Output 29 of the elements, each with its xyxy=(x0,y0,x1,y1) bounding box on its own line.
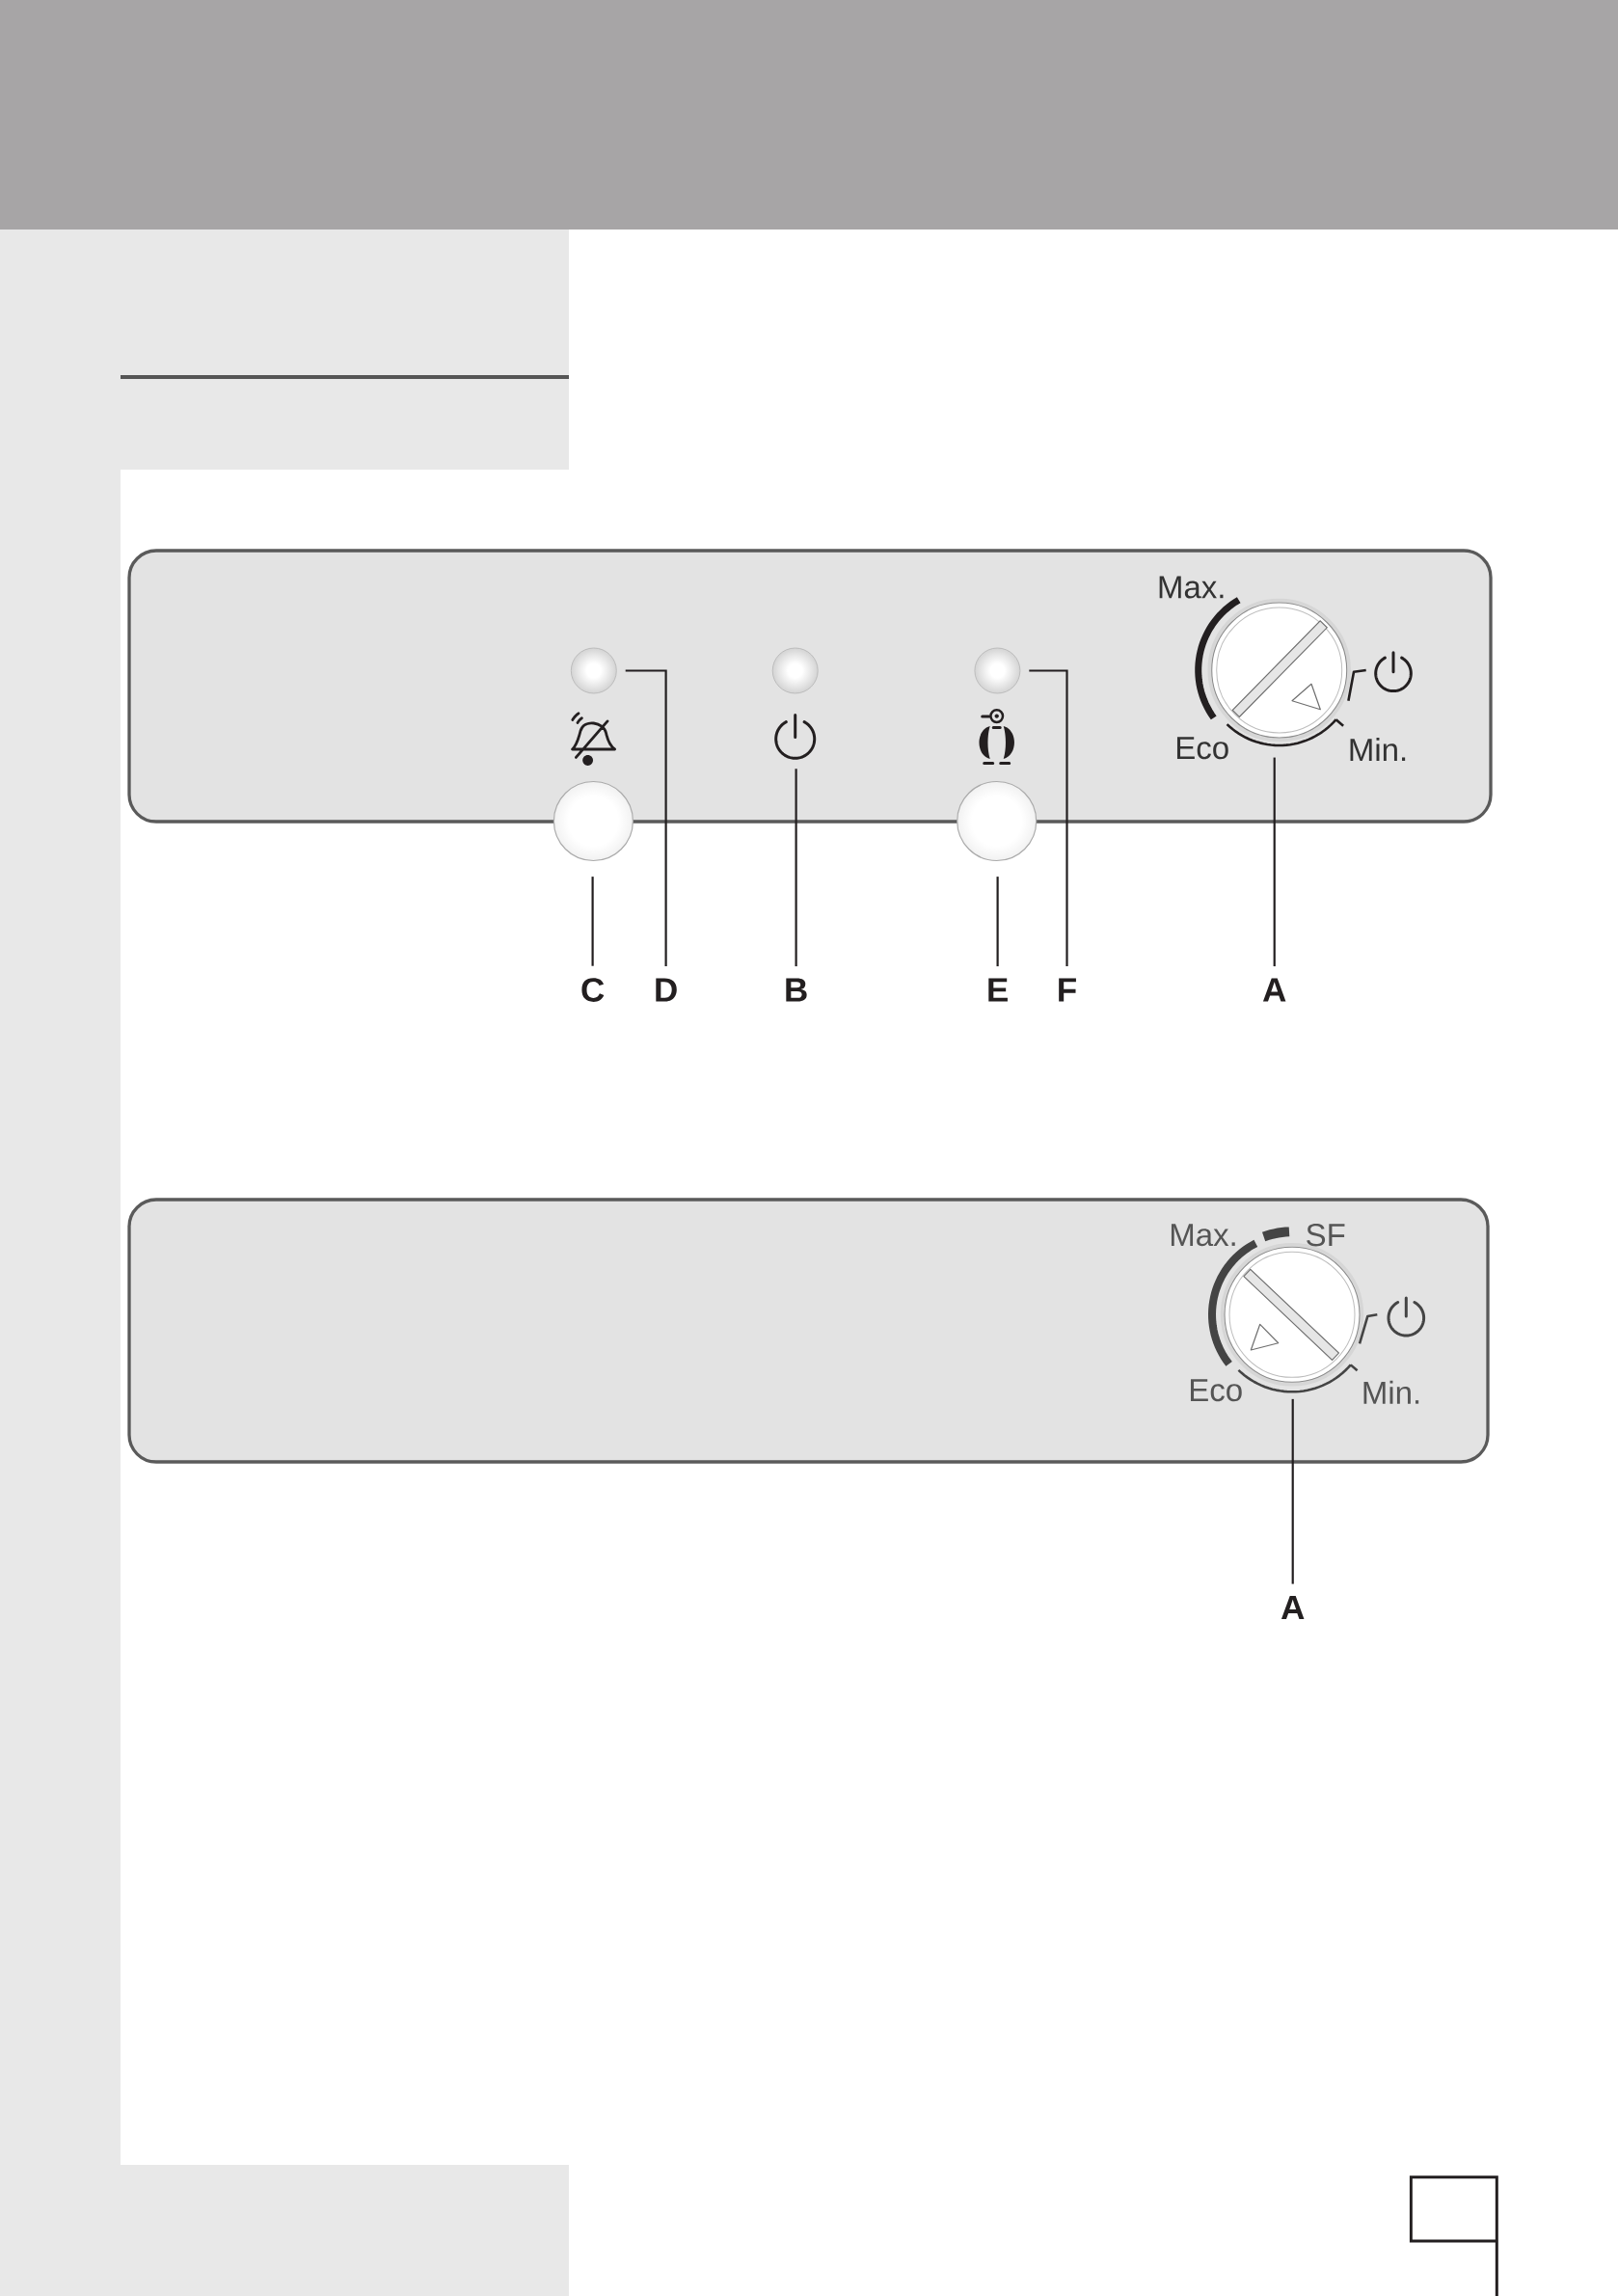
callout-letter: B xyxy=(786,978,807,1002)
indicator-light xyxy=(974,647,1021,694)
leader-line xyxy=(591,877,594,966)
control-panel xyxy=(127,1198,1490,1464)
callout-letter: D xyxy=(656,978,677,1002)
scale-label: Min. xyxy=(1363,1380,1419,1404)
leader-line xyxy=(1029,669,1068,967)
scale-label: Eco xyxy=(1176,737,1228,760)
push-button xyxy=(553,780,634,862)
scale-label: Min. xyxy=(1350,738,1406,761)
control-panel xyxy=(127,549,1493,824)
power-icon xyxy=(774,713,817,760)
callout-letter: F xyxy=(1059,978,1076,1002)
indicator-light xyxy=(771,647,819,694)
callout-letter: C xyxy=(581,978,605,1002)
scale-label: SF xyxy=(1307,1224,1345,1247)
leader-line xyxy=(1273,757,1276,967)
callout-letter: A xyxy=(1281,1595,1305,1620)
leader-line xyxy=(996,877,999,967)
leader-line xyxy=(795,769,797,967)
scale-label: Eco xyxy=(1190,1379,1242,1402)
callout-letter: E xyxy=(988,978,1008,1002)
push-button xyxy=(957,780,1038,862)
callout-letter: A xyxy=(1262,978,1286,1002)
leader-line xyxy=(625,669,667,967)
scale-label: Max. xyxy=(1171,1224,1235,1247)
scale-label: Max. xyxy=(1159,576,1224,599)
leader-line xyxy=(1291,1398,1294,1584)
indicator-light xyxy=(570,647,617,694)
